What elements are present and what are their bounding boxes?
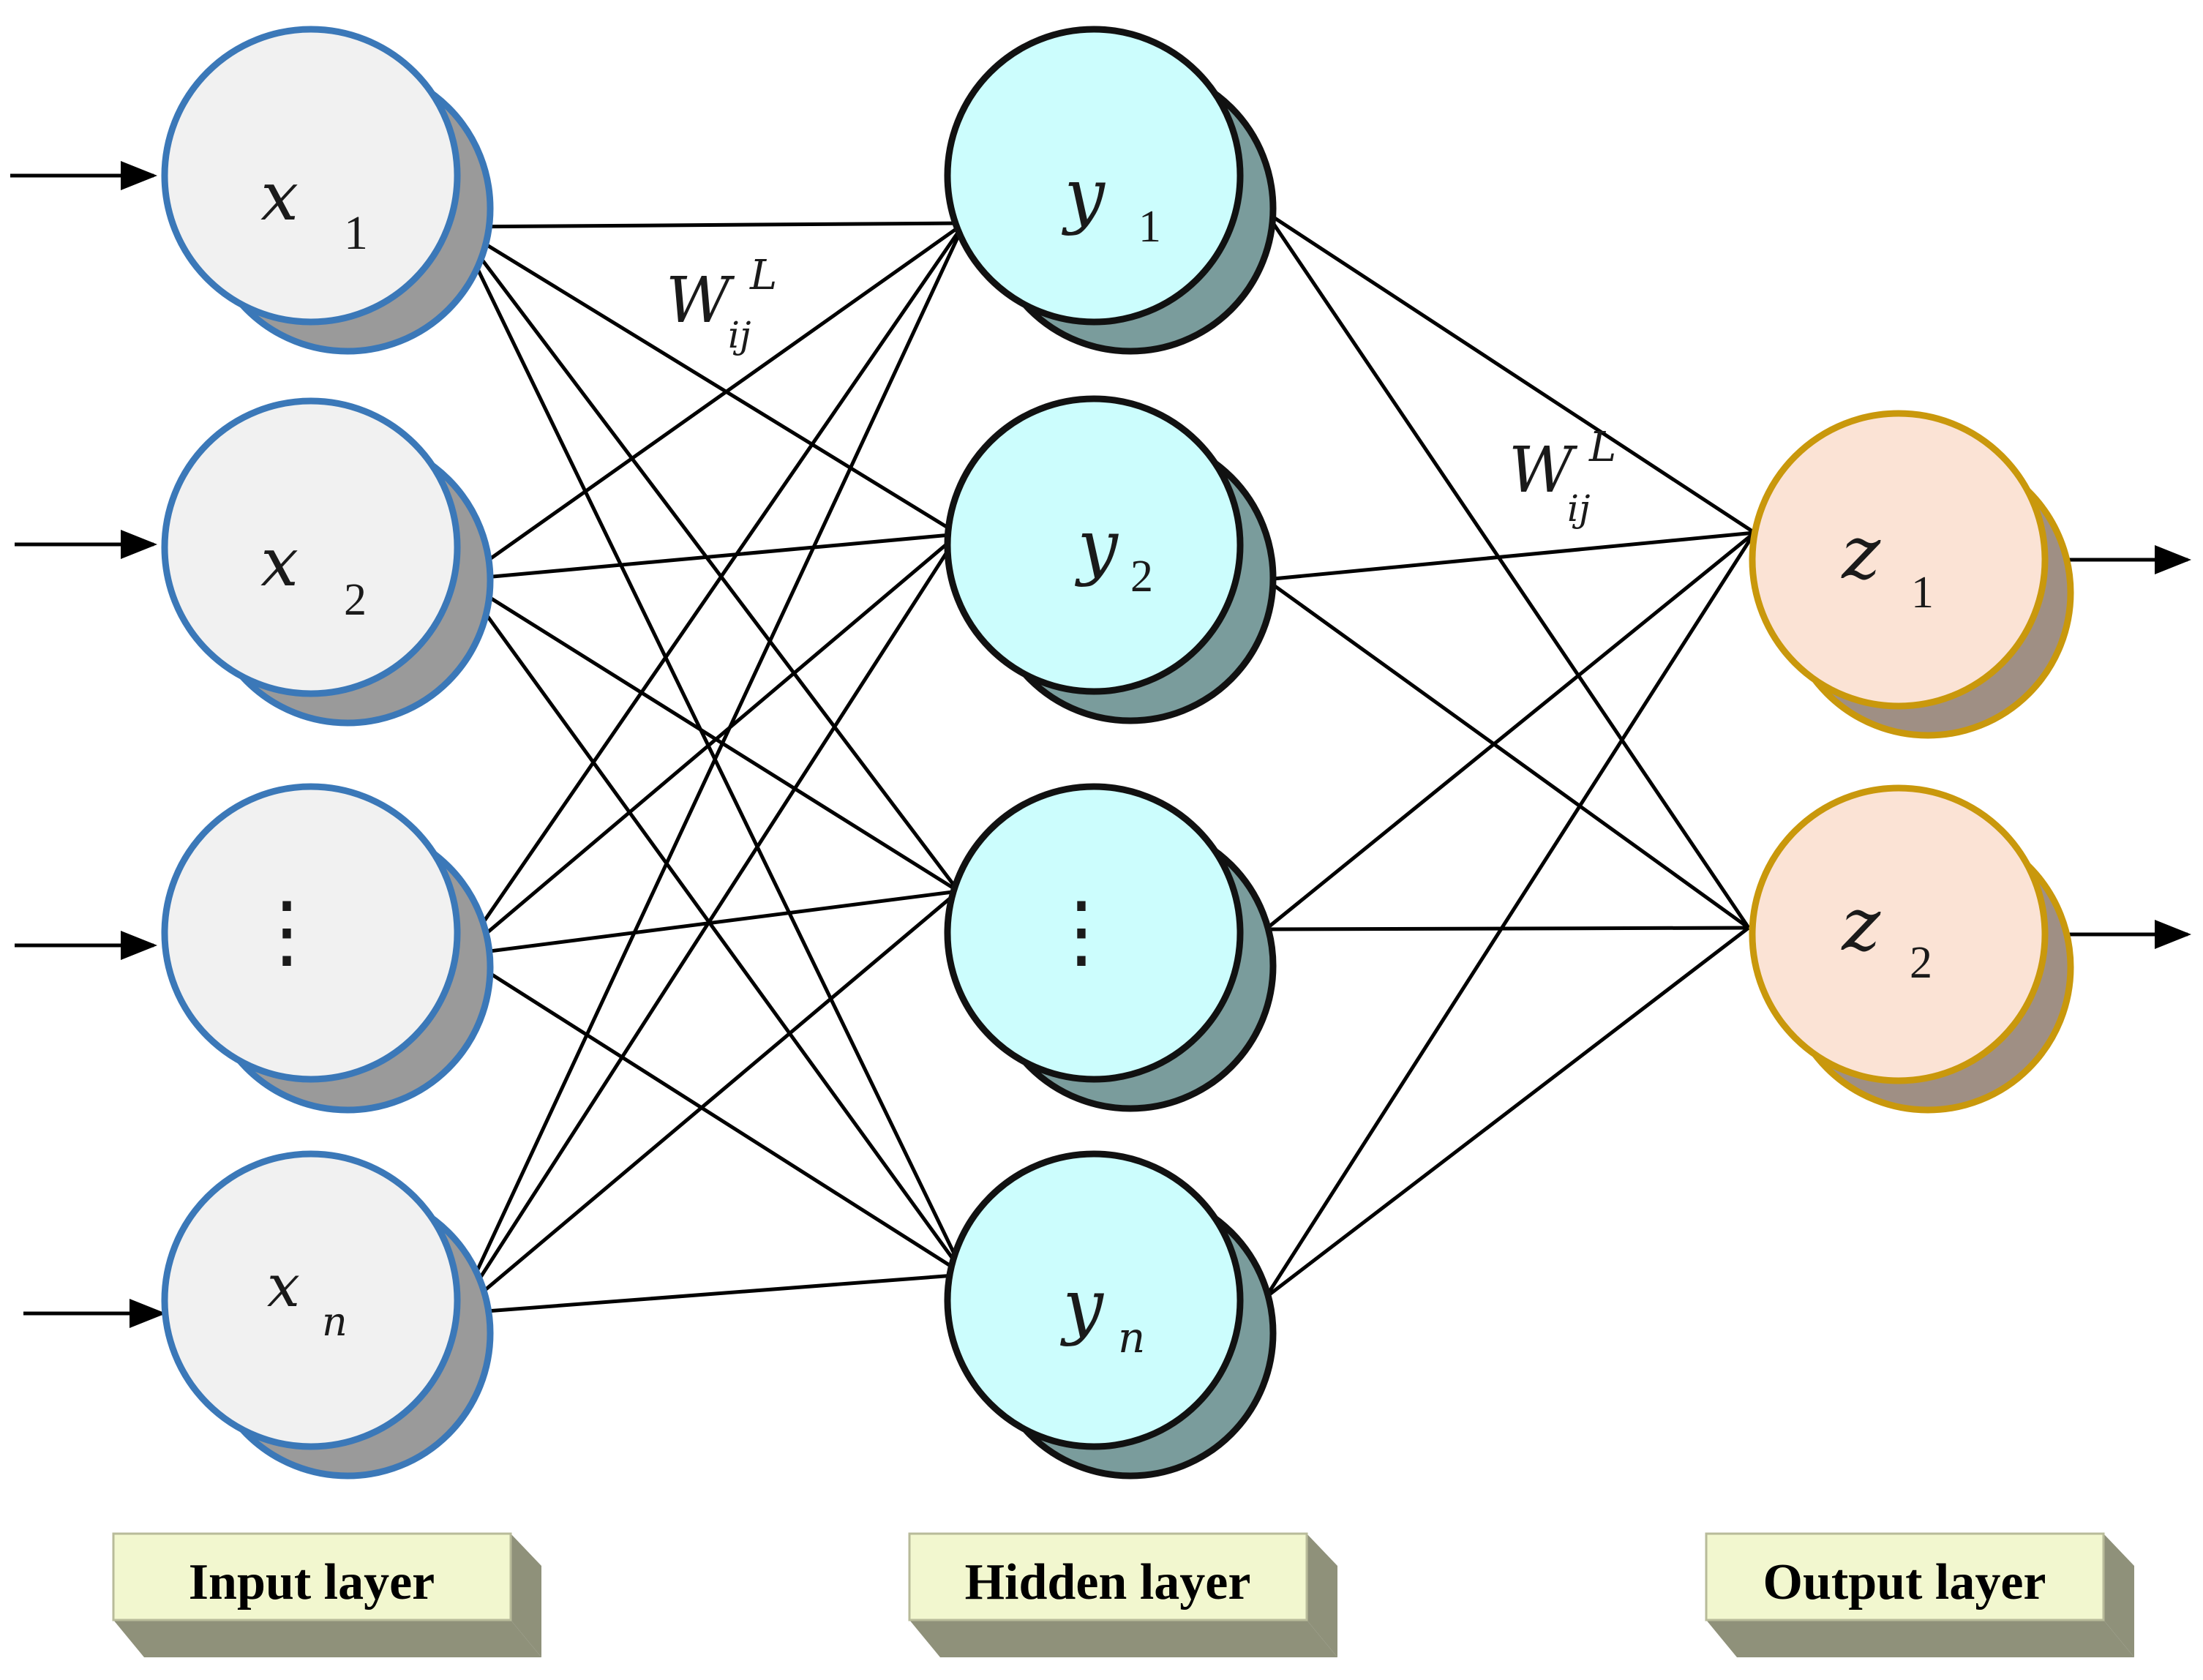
weight-symbol: W: [666, 264, 735, 337]
node-subscript: n: [1118, 1313, 1145, 1362]
hidden-node: y n: [944, 1150, 1277, 1480]
output-node: z 1: [1749, 410, 2074, 739]
edge-input-hidden: [459, 953, 966, 1277]
edge-hidden-output: [1264, 211, 1751, 929]
input-node: x 2: [161, 397, 494, 727]
node-symbol: z: [1841, 510, 1881, 596]
weight-subscript: ij: [728, 314, 751, 356]
weight-label-input-hidden: W L ij: [666, 252, 777, 356]
node-ellipsis: ⋮: [1041, 887, 1122, 976]
connection-edges: [455, 210, 1757, 1316]
node-symbol: x: [267, 1252, 300, 1320]
node-subscript: 2: [1130, 552, 1153, 601]
input-node: x 1: [161, 26, 494, 355]
edge-input-hidden: [456, 225, 960, 536]
node-symbol: z: [1841, 882, 1881, 967]
hidden-node: y 1: [944, 26, 1277, 355]
edge-input-hidden: [455, 533, 961, 1315]
edge-hidden-output: [1264, 926, 1750, 1299]
edge-hidden-output: [1265, 530, 1755, 582]
weight-symbol: W: [1509, 434, 1578, 507]
hidden-layer-label-box: Hidden layer: [908, 1532, 1337, 1657]
edge-hidden-output: [1265, 926, 1749, 931]
weight-superscript: L: [1588, 424, 1616, 471]
edge-input-hidden: [457, 1272, 965, 1316]
edge-input-hidden: [455, 225, 967, 1276]
weight-subscript: ij: [1567, 487, 1591, 530]
output-layer-nodes: z 1 z 2: [1749, 410, 2074, 1114]
hidden-layer-label: Hidden layer: [965, 1554, 1251, 1610]
edge-input-hidden: [459, 221, 966, 582]
input-node: x n: [161, 1150, 494, 1480]
edge-input-hidden: [459, 577, 960, 893]
node-symbol: y: [1075, 505, 1119, 588]
node-subscript: n: [322, 1299, 348, 1345]
node-symbol: y: [1062, 154, 1106, 237]
edge-hidden-output: [1264, 577, 1750, 930]
node-subscript: 1: [1138, 202, 1161, 252]
edge-input-hidden: [459, 578, 967, 1276]
edge-hidden-output: [1264, 210, 1756, 535]
node-symbol: y: [1060, 1264, 1105, 1348]
output-layer-label: Output layer: [1763, 1554, 2046, 1610]
edge-hidden-output: [1264, 531, 1757, 1299]
edge-input-hidden: [456, 890, 960, 1315]
edge-input-hidden: [457, 221, 965, 229]
edge-input-hidden: [459, 222, 967, 956]
node-symbol: x: [260, 157, 299, 236]
edge-input-hidden: [460, 532, 959, 582]
edge-hidden-output: [1264, 531, 1756, 931]
edge-input-hidden: [456, 225, 960, 893]
input-layer-nodes: x 1 x 2 ⋮ x n: [161, 26, 494, 1480]
edge-input-hidden: [459, 533, 960, 956]
node-symbol: x: [260, 523, 299, 601]
output-arrows: [2047, 545, 2191, 949]
input-layer-label-box: Input layer: [112, 1532, 541, 1657]
hidden-node: ⋮: [944, 783, 1277, 1112]
node-ellipsis: ⋮: [247, 887, 327, 976]
weight-superscript: L: [749, 252, 777, 299]
weight-label-hidden-output: W L ij: [1509, 424, 1616, 530]
node-subscript: 2: [1910, 938, 1932, 988]
node-subscript: 2: [344, 575, 367, 625]
node-subscript: 1: [344, 206, 368, 260]
output-node: z 2: [1749, 784, 2074, 1114]
node-subscript: 1: [1911, 568, 1934, 618]
output-layer-label-box: Output layer: [1705, 1532, 2134, 1657]
input-arrows: [10, 161, 166, 1328]
hidden-layer-nodes: y 1 y 2 ⋮ y n: [944, 26, 1277, 1480]
hidden-node: y 2: [944, 395, 1277, 724]
input-node: ⋮: [161, 783, 494, 1114]
edge-input-hidden: [455, 222, 967, 1315]
input-layer-label: Input layer: [189, 1554, 435, 1610]
